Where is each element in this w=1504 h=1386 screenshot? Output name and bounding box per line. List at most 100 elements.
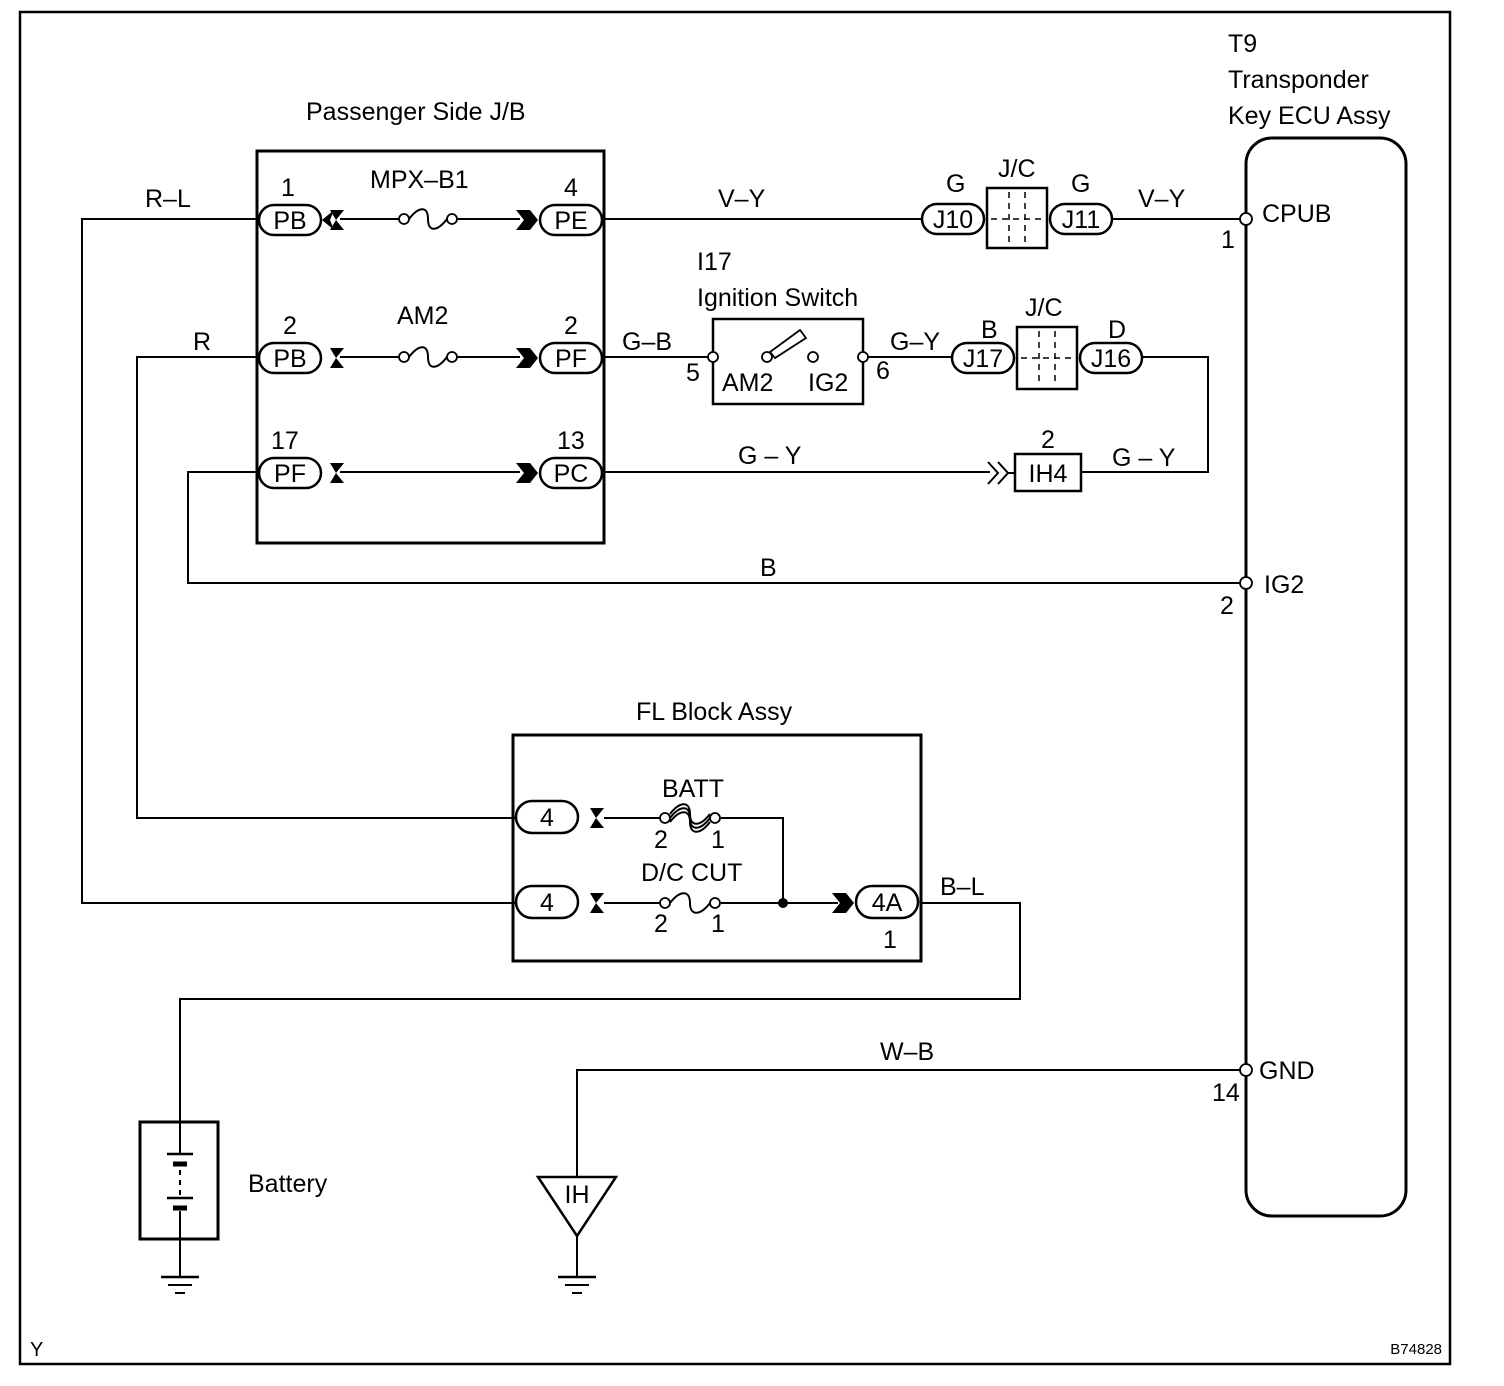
fl-connector-4a-num: 1 xyxy=(883,926,897,954)
fl-title: FL Block Assy xyxy=(636,698,793,726)
ignition-switch: I17 Ignition Switch AM2 IG2 5 6 xyxy=(686,248,890,406)
fl-internal-wire-batt-return xyxy=(721,817,784,903)
connector-pb1-label: PB xyxy=(273,207,306,235)
fuse-am2 xyxy=(398,346,458,368)
connector-pf2-label: PF xyxy=(555,345,587,373)
connector-ih4-num: 2 xyxy=(1041,426,1055,454)
wire-label-v-y-left: V–Y xyxy=(718,185,766,213)
jb-num-pb1: 1 xyxy=(281,174,295,202)
fuse-dc-cut xyxy=(659,892,721,914)
ignition-term-ig2: IG2 xyxy=(808,369,848,397)
wire-r xyxy=(136,356,516,819)
wire-b-l xyxy=(179,902,1021,1124)
wire-label-b: B xyxy=(760,554,777,582)
ignition-name: Ignition Switch xyxy=(697,284,858,312)
fuse-batt-pin-left: 2 xyxy=(654,826,668,854)
connector-ih4 xyxy=(1013,452,1083,493)
fuse-dc-pin-left: 2 xyxy=(654,910,668,938)
battery-label: Battery xyxy=(248,1170,328,1198)
junction-connector-top: J/C G G J10 J11 xyxy=(920,155,1114,250)
connector-j16-label: J16 xyxy=(1091,345,1131,373)
ecu-pin-cpub-label: CPUB xyxy=(1262,200,1331,228)
wire-r-l xyxy=(81,218,516,904)
fuse-batt-label: BATT xyxy=(662,775,724,803)
ignition-pin-5 xyxy=(707,351,719,363)
connector-j11 xyxy=(1048,202,1114,236)
diagram-frame xyxy=(18,10,1452,1366)
connector-pc xyxy=(538,456,604,490)
corner-label-left: Y xyxy=(30,1339,43,1361)
fl-connector-4a-label: 4A xyxy=(872,889,903,917)
jc-mid-label: J/C xyxy=(1025,294,1063,322)
fl-box xyxy=(511,733,923,963)
jc-mid-right-color: D xyxy=(1108,316,1126,344)
connector-pe-arrow xyxy=(516,210,538,230)
ecu-pin-cpub xyxy=(1239,212,1253,226)
connector-pe-label: PE xyxy=(554,207,587,235)
wire-label-g-y-pc: G – Y xyxy=(738,442,802,470)
fl-connector-upper-label: 4 xyxy=(540,804,554,832)
wire-label-b-l: B–L xyxy=(940,873,985,901)
ecu-pin-ig2-label: IG2 xyxy=(1264,571,1304,599)
ignition-blade xyxy=(768,328,808,360)
connector-pf17-arrow xyxy=(330,463,344,483)
connector-pc-label: PC xyxy=(554,460,589,488)
connector-j11-label: J11 xyxy=(1062,206,1100,234)
fuse-mpx-b1 xyxy=(398,208,458,230)
fl-block-assy: FL Block Assy 4 BATT 2 1 4 D/C CUT 2 1 4… xyxy=(511,698,923,963)
jb-num-pf17: 17 xyxy=(271,427,299,455)
connector-ih4-label: IH4 xyxy=(1029,460,1068,488)
ignition-contact-am2 xyxy=(761,351,773,363)
connector-j10 xyxy=(920,202,986,236)
connector-ih4-group: IH4 2 xyxy=(987,426,1083,493)
connector-pb1-arrow xyxy=(322,210,344,230)
fuse-dc-label: D/C CUT xyxy=(641,859,742,887)
ecu-body xyxy=(1244,136,1408,1218)
ecu-pin-cpub-num: 1 xyxy=(1221,226,1235,254)
wire-label-g-y-switch: G–Y xyxy=(890,328,940,356)
jb-title: Passenger Side J/B xyxy=(306,98,526,126)
jb-num-pf2: 2 xyxy=(564,312,578,340)
ignition-id: I17 xyxy=(697,248,732,276)
wire-label-r: R xyxy=(193,328,211,356)
ecu-name-line2: Key ECU Assy xyxy=(1228,102,1391,130)
jb-box xyxy=(255,149,606,545)
fuse-mpx-label: MPX–B1 xyxy=(370,166,469,194)
wire-g-y-right xyxy=(1082,356,1209,473)
battery: Battery xyxy=(138,1120,328,1241)
connector-pb1 xyxy=(257,203,323,237)
connector-j17-label: J17 xyxy=(963,345,1003,373)
connector-pb2-label: PB xyxy=(273,345,306,373)
jb-num-pe: 4 xyxy=(564,174,578,202)
connector-pb2 xyxy=(257,341,323,375)
wire-label-g-y-right: G – Y xyxy=(1112,444,1176,472)
connector-j10-label: J10 xyxy=(933,206,973,234)
ecu-pin-gnd-label: GND xyxy=(1259,1057,1315,1085)
fl-connector-upper xyxy=(514,799,580,835)
jc-top-body xyxy=(985,186,1049,250)
connector-pe xyxy=(538,203,604,237)
connector-pf17 xyxy=(257,456,323,490)
ecu-id: T9 xyxy=(1228,30,1257,58)
jb-num-pb2: 2 xyxy=(283,312,297,340)
jc-top-right-color: G xyxy=(1071,170,1090,198)
jc-top-label: J/C xyxy=(998,155,1036,183)
ignition-contact-ig2 xyxy=(807,351,819,363)
jb-num-pc: 13 xyxy=(557,427,585,455)
jc-mid-left-color: B xyxy=(981,316,998,344)
ignition-pin-left-num: 5 xyxy=(686,359,700,387)
connector-pf17-label: PF xyxy=(274,460,306,488)
connector-pb2-arrow xyxy=(330,348,344,368)
fl-junction-dot xyxy=(778,898,788,908)
wire-label-r-l: R–L xyxy=(145,185,191,213)
fuse-am2-label: AM2 xyxy=(397,302,448,330)
jc-top-left-color: G xyxy=(946,170,965,198)
battery-ground-icon xyxy=(161,1275,199,1294)
connector-j17 xyxy=(950,341,1016,375)
ih4-arrow xyxy=(987,461,1010,485)
ecu-pin-ig2-num: 2 xyxy=(1220,592,1234,620)
connector-j16 xyxy=(1078,341,1144,375)
fl-connector-lower-label: 4 xyxy=(540,889,554,917)
fl-connector-4a-arrow xyxy=(832,893,854,913)
